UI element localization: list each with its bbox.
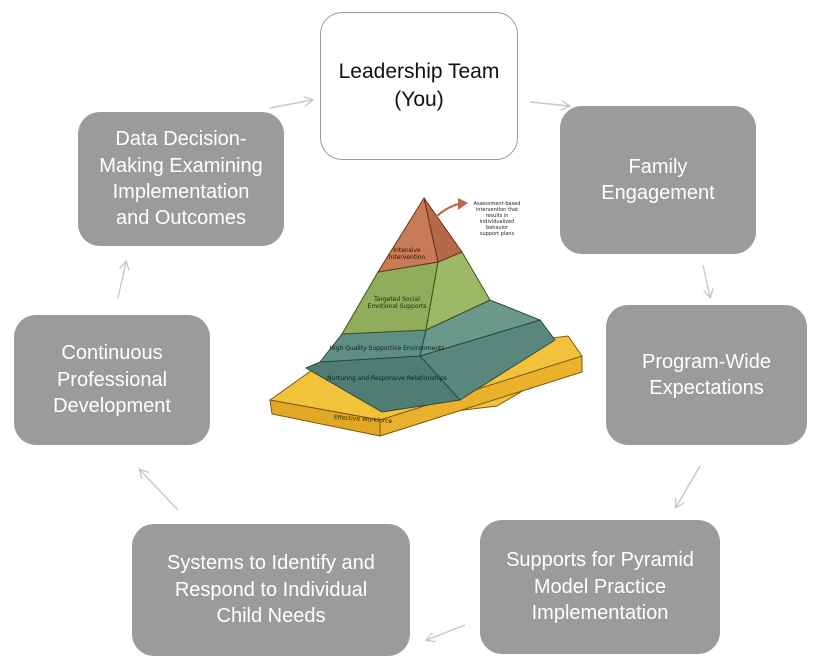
tier-intensive-label: Intensive Intervention	[388, 246, 426, 261]
callout-note: Assessment-based intervention that resul…	[473, 201, 521, 237]
data-decision-making-label: Data Decision- Making Examining Implemen…	[99, 128, 263, 230]
program-wide-expectations-label: Program-Wide Expectations	[642, 350, 771, 399]
leadership-team-box: Leadership Team (You)	[320, 12, 518, 160]
data-decision-making-box: Data Decision- Making Examining Implemen…	[78, 112, 284, 246]
systems-individual-needs-label: Systems to Identify and Respond to Indiv…	[167, 552, 375, 628]
tier-nurturing-label: Nurturing and Responsive Relationships	[327, 375, 447, 383]
supports-implementation-box: Supports for Pyramid Model Practice Impl…	[480, 520, 720, 654]
family-engagement-label: Family Engagement	[601, 155, 715, 204]
continuous-professional-development-box: Continuous Professional Development	[14, 315, 210, 445]
tier-targeted-label: Targeted Social Emotional Supports	[367, 295, 427, 310]
systems-individual-needs-box: Systems to Identify and Respond to Indiv…	[132, 524, 410, 656]
arrow-supports-to-systems	[427, 624, 466, 640]
arrow-data-to-leadership	[269, 100, 312, 109]
family-engagement-box: Family Engagement	[560, 106, 756, 254]
continuous-professional-development-label: Continuous Professional Development	[53, 342, 171, 418]
tier-high-quality-label: High Quality Supportive Environments	[329, 345, 445, 353]
program-wide-expectations-box: Program-Wide Expectations	[606, 305, 807, 445]
arrow-continuous-to-data	[117, 262, 126, 299]
arrow-family-to-program	[702, 264, 710, 297]
arrow-systems-to-continuous	[140, 470, 179, 511]
leadership-team-label: Leadership Team (You)	[338, 60, 500, 111]
supports-implementation-label: Supports for Pyramid Model Practice Impl…	[506, 549, 694, 625]
arrow-leadership-to-family	[529, 102, 569, 106]
arrow-program-to-supports	[676, 465, 701, 507]
